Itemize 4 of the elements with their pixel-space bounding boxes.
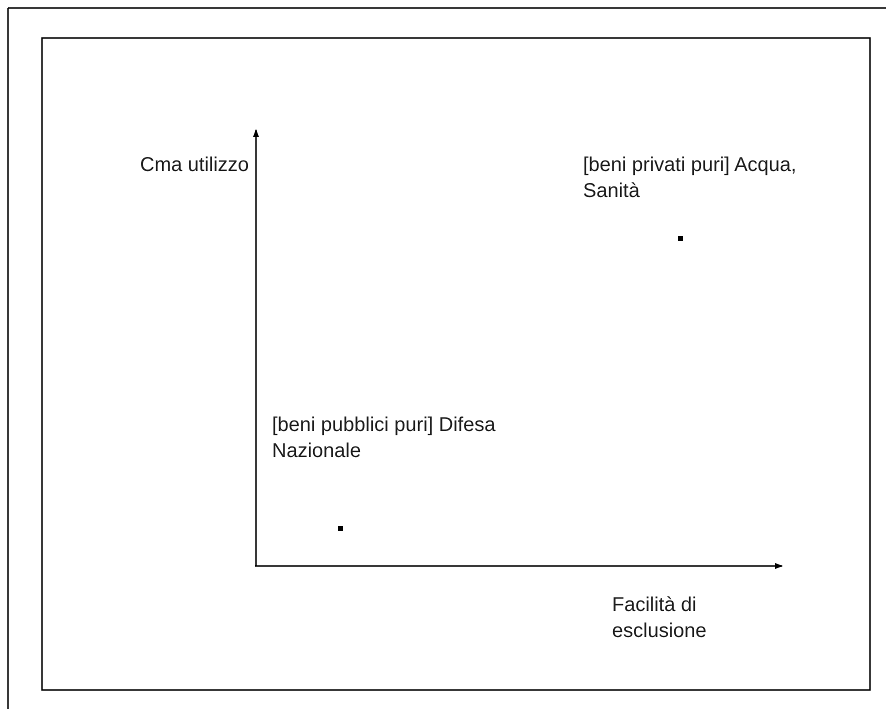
point-label: [beni pubblici puri] Difesa Nazionale [272, 413, 496, 464]
axis-label: Facilità di esclusione [612, 593, 708, 644]
axis-label: Cma utilizzo [140, 153, 250, 178]
point-label: [beni privati puri] Acqua, Sanità [583, 153, 798, 204]
